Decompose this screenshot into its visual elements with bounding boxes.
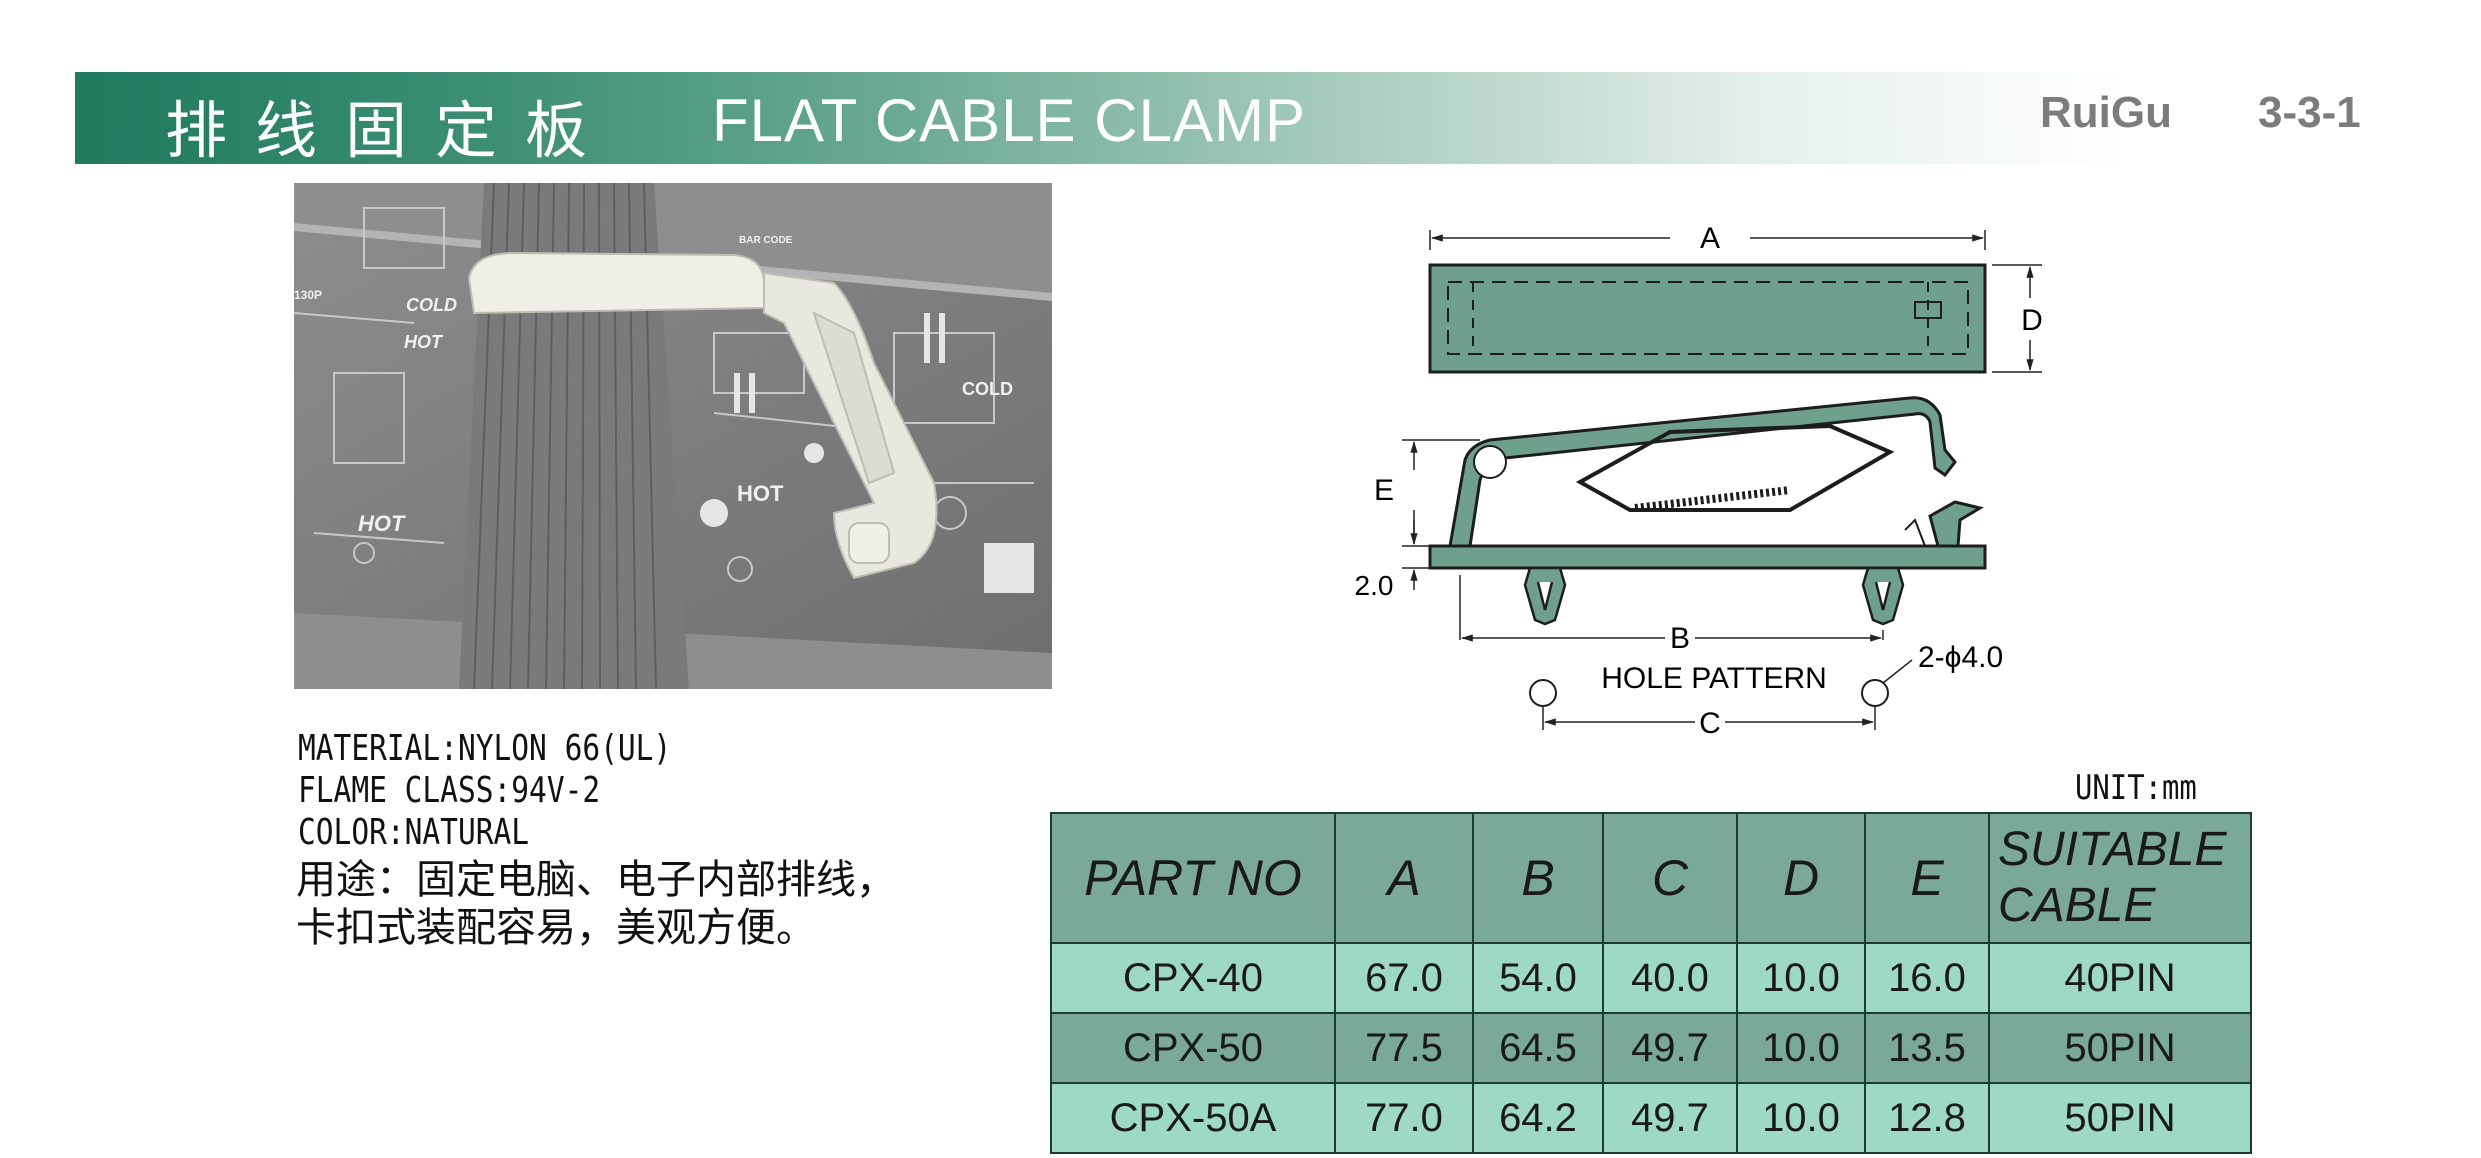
dim-a-label: A — [1700, 222, 1720, 255]
photo-label-hot-right: HOT — [737, 481, 784, 506]
cell-b: 64.5 — [1472, 1012, 1604, 1084]
cell-cable: 50PIN — [1988, 1082, 2252, 1154]
cell-e: 13.5 — [1864, 1012, 1990, 1084]
hole-left — [1529, 679, 1557, 707]
cell-cable: 40PIN — [1988, 942, 2252, 1014]
unit-label: UNIT:mm — [2075, 768, 2197, 808]
side-view — [1428, 396, 1987, 570]
side-view-latch-arm — [1575, 423, 1895, 512]
cell-part-no: CPX-50 — [1050, 1012, 1336, 1084]
header-d: D — [1736, 812, 1866, 944]
side-view-hook — [1928, 500, 1984, 548]
cell-part-no: CPX-50A — [1050, 1082, 1336, 1154]
hole-pattern-label: HOLE PATTERN — [1601, 662, 1827, 695]
photo-label-hot-left: HOT — [404, 332, 444, 352]
header-part-no: PART NO — [1050, 812, 1336, 944]
cell-part-no: CPX-40 — [1050, 942, 1336, 1014]
spec-table: PART NO A B C D E SUITABLE CABLE CPX-40 … — [1050, 812, 2252, 1154]
brand-name: RuiGu — [2040, 88, 2172, 137]
hole-spec-label: 2-ϕ4.0 — [1918, 641, 2003, 674]
header-cable-line-1: SUITABLE — [1998, 823, 2227, 876]
clamp-part — [467, 251, 938, 580]
table-row: CPX-50 77.5 64.5 49.7 10.0 13.5 50PIN — [1050, 1012, 2252, 1084]
usage-line-1: 用途：固定电脑、电子内部排线， — [296, 857, 896, 903]
table-row: CPX-40 67.0 54.0 40.0 10.0 16.0 40PIN — [1050, 942, 2252, 1014]
top-view-hidden-outline — [1447, 281, 1969, 355]
cell-c: 49.7 — [1602, 1012, 1738, 1084]
dim-c-label: C — [1699, 707, 1721, 740]
header-a: A — [1334, 812, 1474, 944]
technical-drawing: A D E 2.0 B HOLE PATTERN 2-ϕ4.0 — [1355, 222, 2043, 740]
usage-line-2: 卡扣式装配容易，美观方便。 — [296, 905, 816, 951]
table-header-row: PART NO A B C D E SUITABLE CABLE — [1050, 812, 2252, 944]
title-english: FLAT CABLE CLAMP — [712, 87, 1306, 154]
specs-block: MATERIAL:NYLON 66(UL) FLAME CLASS:94V-2 … — [298, 728, 671, 854]
side-view-lid — [1448, 396, 1957, 548]
cell-a: 67.0 — [1334, 942, 1474, 1014]
photo-label-cold-right: COLD — [962, 379, 1013, 399]
title-chinese: 排线固定板 — [165, 94, 616, 167]
dim-b-label: B — [1670, 622, 1690, 655]
photo-label-hot-bottom: HOT — [358, 511, 406, 536]
cell-d: 10.0 — [1736, 942, 1866, 1014]
header-e: E — [1864, 812, 1990, 944]
spec-flame-class: FLAME CLASS:94V-2 — [298, 770, 601, 811]
pcb-components — [700, 313, 1034, 593]
page-number: 3-3-1 — [2258, 88, 2361, 137]
dim-thickness-label: 2.0 — [1355, 570, 1394, 601]
cell-b: 64.2 — [1472, 1082, 1604, 1154]
table-row: CPX-50A 77.0 64.2 49.7 10.0 12.8 50PIN — [1050, 1082, 2252, 1154]
cell-cable: 50PIN — [1988, 1012, 2252, 1084]
cell-a: 77.5 — [1334, 1012, 1474, 1084]
product-photo: COLD HOT COLD HOT HOT BAR CODE 130P — [294, 183, 1052, 689]
photo-label-cold-left: COLD — [406, 295, 457, 315]
snap-pins — [1523, 566, 1905, 626]
cell-c: 40.0 — [1602, 942, 1738, 1014]
hole-right — [1861, 679, 1889, 707]
cell-b: 54.0 — [1472, 942, 1604, 1014]
top-view — [1428, 263, 1987, 374]
cell-e: 12.8 — [1864, 1082, 1990, 1154]
header-c: C — [1602, 812, 1738, 944]
dim-e-label: E — [1374, 474, 1394, 507]
photo-label-bar-code: BAR CODE — [739, 235, 793, 246]
cell-d: 10.0 — [1736, 1082, 1866, 1154]
dim-d-label: D — [2021, 304, 2043, 337]
usage-block: 用途：固定电脑、电子内部排线， 卡扣式装配容易，美观方便。 — [296, 856, 896, 952]
spec-material: MATERIAL:NYLON 66(UL) — [298, 728, 672, 769]
header-cable-line-2: CABLE — [1998, 879, 2156, 932]
cell-a: 77.0 — [1334, 1082, 1474, 1154]
photo-label-130p: 130P — [294, 288, 322, 302]
cell-c: 49.7 — [1602, 1082, 1738, 1154]
side-view-base — [1428, 544, 1987, 570]
spec-color: COLOR:NATURAL — [298, 812, 530, 853]
header-suitable-cable: SUITABLE CABLE — [1988, 812, 2252, 944]
cell-e: 16.0 — [1864, 942, 1990, 1014]
cell-d: 10.0 — [1736, 1012, 1866, 1084]
side-view-teeth — [1634, 486, 1791, 512]
header-b: B — [1472, 812, 1604, 944]
header-band — [75, 72, 2405, 164]
